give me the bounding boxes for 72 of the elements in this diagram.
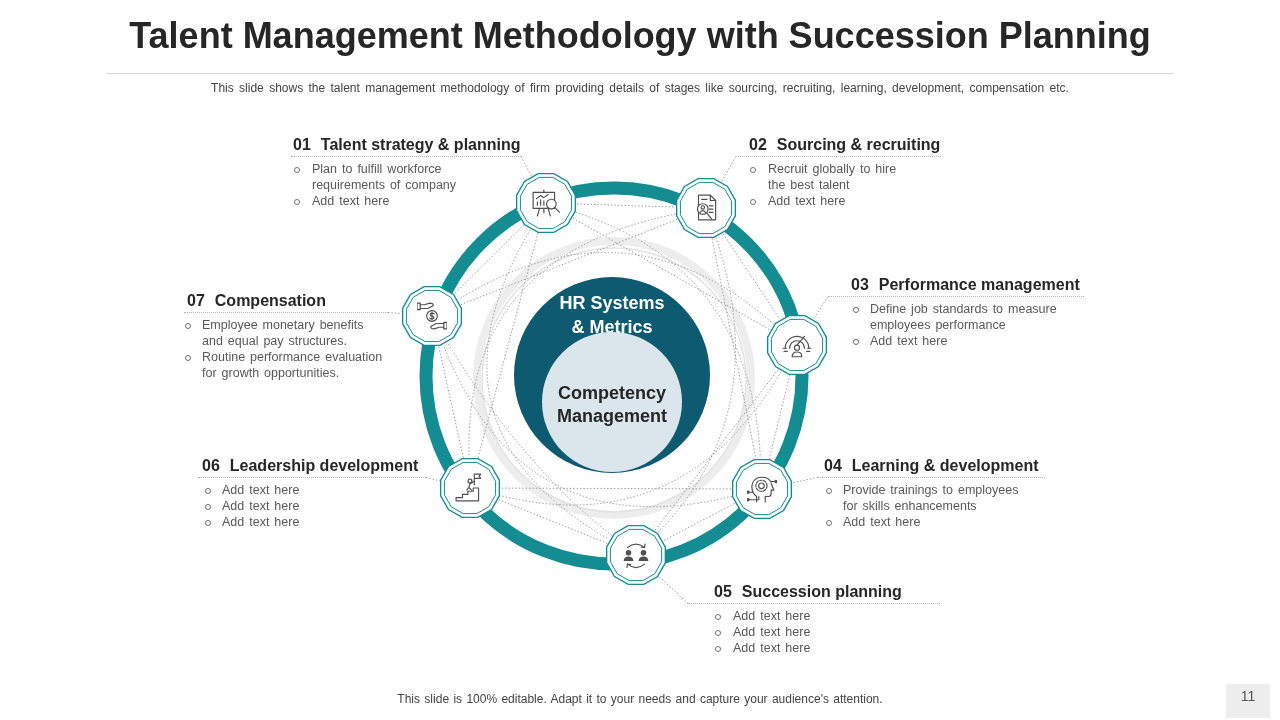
bullet-text: Define job standards to measure employees performance xyxy=(870,302,1057,332)
step-heading: Performance management xyxy=(878,276,1080,293)
connector-line xyxy=(498,499,608,544)
connector-line xyxy=(654,369,779,531)
icon-badge xyxy=(731,458,793,520)
bullet-text: Routine performance evaluation for growth opportunities. xyxy=(202,350,383,380)
connector-line xyxy=(499,371,782,506)
hub-label: HR Systems & Metrics xyxy=(559,293,665,337)
connector-line xyxy=(575,211,761,459)
slide-title: Talent Management Methodology with Succession Planning xyxy=(129,15,1151,57)
bullet-text: Add text here xyxy=(733,609,811,623)
icon-badge xyxy=(766,314,828,376)
connector-line xyxy=(657,236,736,534)
icon-badge xyxy=(439,457,501,519)
leader-line xyxy=(387,312,402,315)
bullet-text: Add text here xyxy=(733,641,811,655)
connector-line xyxy=(711,237,757,460)
step-heading: Succession planning xyxy=(741,583,902,600)
leader-line xyxy=(658,575,689,604)
bullet-text: Provide trainings to employees for skills enhancements xyxy=(843,483,1019,513)
core-label: Competency Management xyxy=(557,383,667,426)
bullet-text: Add text here xyxy=(222,483,300,497)
connector-line xyxy=(453,224,525,295)
leader-line xyxy=(813,296,829,320)
icon-badge xyxy=(515,172,577,234)
leader-line xyxy=(791,477,819,484)
icon-badge xyxy=(675,177,737,239)
step-number: 06 xyxy=(202,457,220,474)
hub-circle xyxy=(514,277,710,473)
bullet-text: Recruit globally to hire the best talent xyxy=(768,162,897,192)
icon-badge xyxy=(605,524,667,586)
leader-line xyxy=(425,477,441,482)
step-heading: Leadership development xyxy=(229,457,419,474)
connector-line xyxy=(447,342,613,537)
step-heading: Learning & development xyxy=(851,457,1039,474)
step-number: 02 xyxy=(749,136,767,153)
bullet-text: Add text here xyxy=(222,515,300,529)
icon-badge xyxy=(401,285,463,347)
connector-line xyxy=(500,487,732,490)
step-number: 01 xyxy=(293,136,311,153)
step-callout xyxy=(184,291,388,381)
connector-line xyxy=(457,252,775,325)
page-number: 11 xyxy=(1226,684,1270,718)
connector-line xyxy=(662,502,736,542)
bullet-text: Employee monetary benefits and equal pay structures. xyxy=(202,318,364,348)
connector-line xyxy=(576,203,676,208)
bullet-text: Add text here xyxy=(733,625,811,639)
bullet-text: Add text here xyxy=(312,194,390,208)
bullet-text: Plan to fulfill workforce requirements of company xyxy=(312,162,457,192)
connector-line xyxy=(477,232,539,459)
connector-line xyxy=(486,229,610,540)
step-number: 04 xyxy=(824,457,842,474)
leader-line xyxy=(520,156,532,177)
leader-line xyxy=(721,156,737,182)
footer-note: This slide is 100% editable. Adapt it to your needs and capture your audience's attention. xyxy=(397,692,883,706)
step-number: 05 xyxy=(714,583,732,600)
connector-line xyxy=(768,374,791,460)
connector-line xyxy=(438,345,464,459)
bullet-text: Add text here xyxy=(768,194,846,208)
bullet-text: Add text here xyxy=(843,515,921,529)
step-heading: Talent strategy & planning xyxy=(320,136,521,153)
bullet-text: Add text here xyxy=(870,334,948,348)
bullet-text: Add text here xyxy=(222,499,300,513)
step-number: 03 xyxy=(851,276,869,293)
connector-line xyxy=(572,217,771,331)
step-heading: Compensation xyxy=(214,292,326,309)
step-heading: Sourcing & recruiting xyxy=(776,136,941,153)
subtitle: This slide shows the talent management methodology of firm providing details of stages like sourcing, recruiting, learning, development, compensation etc. xyxy=(211,81,1069,95)
connector-line xyxy=(460,218,678,306)
connector-line xyxy=(442,344,733,507)
connector-line xyxy=(722,233,781,320)
step-number: 07 xyxy=(187,292,205,309)
